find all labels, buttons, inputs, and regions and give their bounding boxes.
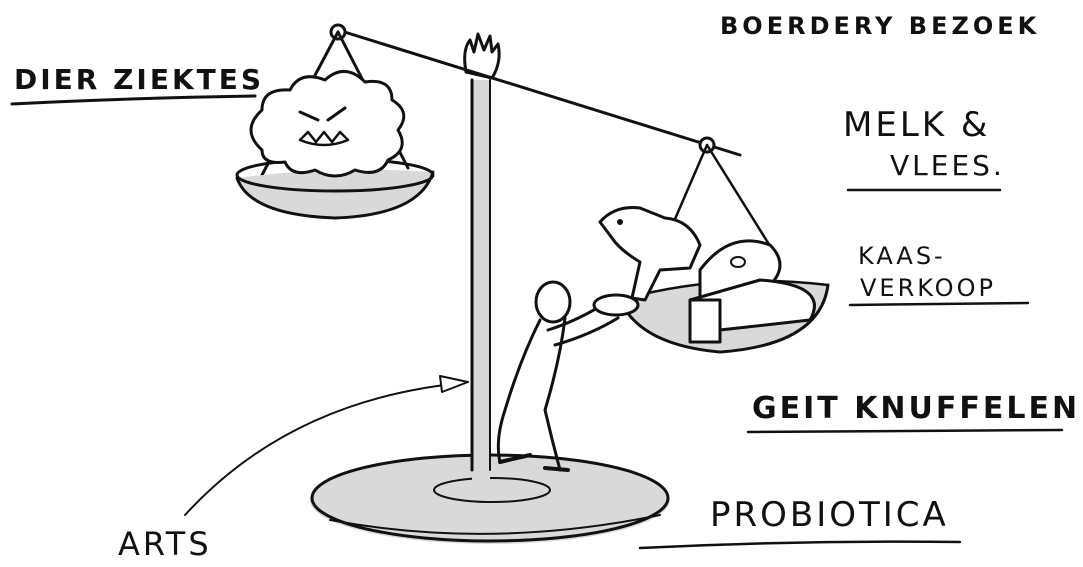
label-dier-ziektes: DIER ZIEKTES	[14, 66, 264, 94]
disease-cloud	[251, 71, 404, 176]
label-probiotica: PROBIOTICA	[710, 498, 949, 532]
person-figure	[498, 282, 638, 470]
scale-pole	[465, 34, 499, 480]
cheese-and-milk	[600, 208, 814, 342]
label-kaas-line1: KAAS-	[858, 244, 946, 268]
label-melk-line1: MELK &	[843, 108, 990, 142]
label-melk-line2: VLEES.	[890, 152, 1005, 180]
label-boerdery-bezoek: BOERDERY BEZOEK	[720, 14, 1040, 38]
label-geit-knuffelen: GEIT KNUFFELEN	[752, 394, 1080, 424]
label-kaas-line2: VERKOOP	[860, 276, 996, 300]
label-arts: ARTS	[118, 528, 212, 560]
